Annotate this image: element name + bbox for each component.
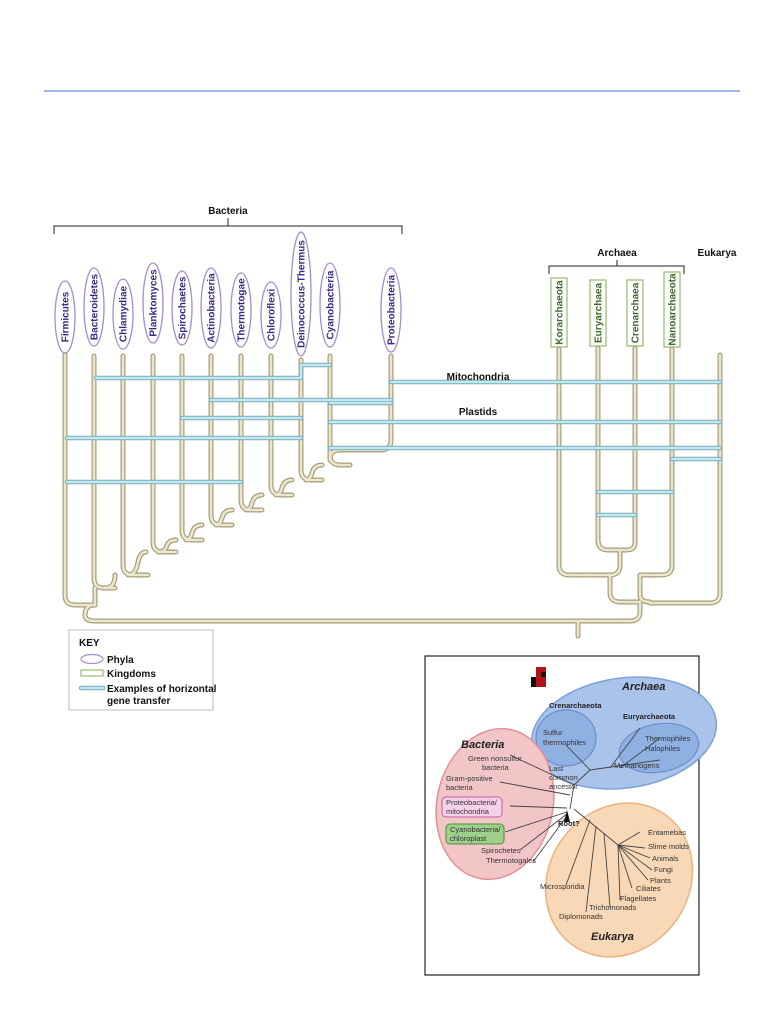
inset-branches	[499, 727, 661, 913]
phylum-deinococcus-thermus: Deinococcus-Thermus	[290, 231, 312, 357]
svg-text:Thermotogae: Thermotogae	[237, 278, 248, 342]
archaea-bracket	[548, 260, 685, 274]
phylum-chlamydiae: Chlamydiae	[112, 278, 134, 350]
inset-slime-molds: Slime molds	[648, 842, 689, 851]
svg-text:Bacteroidetes: Bacteroidetes	[90, 273, 101, 340]
inset-spirochetes: Spirochetes	[481, 846, 521, 855]
tree-branches	[62, 345, 723, 639]
plastids-label: Plastids	[459, 407, 498, 418]
svg-text:Nanoarchaeota: Nanoarchaeota	[668, 273, 679, 346]
phylum-chloroflexi: Chloroflexi	[260, 281, 282, 349]
inset-corner-mark	[531, 667, 546, 687]
phylum-cyanobacteria: Cyanobacteria	[319, 262, 341, 348]
phylum-planktomyces: Planktomyces	[142, 262, 164, 344]
inset-plants: Plants	[650, 876, 671, 885]
inset-entamebas: Entamebas	[648, 828, 686, 837]
inset-eukarya-title: Eukarya	[591, 931, 634, 943]
svg-text:Proteobacteria: Proteobacteria	[387, 275, 398, 345]
phylum-spirochaetes: Spirochaetes	[171, 270, 193, 346]
svg-text:Crenarchaea: Crenarchaea	[631, 282, 642, 343]
inset-crenarchaeota: Crenarchaeota	[549, 701, 602, 710]
inset-animals: Animals	[652, 854, 679, 863]
phylum-bacteroidetes: Bacteroidetes	[83, 267, 105, 347]
svg-text:Euryarchaea: Euryarchaea	[594, 283, 605, 343]
kingdom-korarchaeota: Korarchaeota	[550, 277, 568, 348]
svg-text:Cyanobacteria: Cyanobacteria	[326, 270, 337, 339]
inset-green-nonsulfur: Green nonsulfur	[468, 754, 522, 763]
svg-text:Chloroflexi: Chloroflexi	[267, 289, 278, 341]
archaea-label: Archaea	[597, 248, 637, 259]
svg-text:Actinobacteria: Actinobacteria	[207, 273, 218, 343]
inset-trichomonads: Trichomonads	[589, 903, 636, 912]
inset-methanogens: Methanogens	[614, 761, 660, 770]
svg-text:Firmicutes: Firmicutes	[61, 291, 72, 342]
inset-archaea-title: Archaea	[621, 681, 665, 693]
inset-cyanobacteria-box	[445, 823, 505, 845]
inset-thermotogales: Thermotogales	[486, 856, 536, 865]
mitochondria-label: Mitochondria	[447, 372, 510, 383]
inset-proteobacteria: Proteobacteria/	[446, 798, 498, 807]
phylum-firmicutes: Firmicutes	[54, 280, 76, 354]
inset-ciliates: Ciliates	[636, 884, 661, 893]
phylum-thermotogae: Thermotogae	[230, 272, 252, 348]
inset-diplomonads: Diplomonads	[559, 912, 603, 921]
kingdom-crenarchaea: Crenarchaea	[626, 279, 644, 347]
key-title: KEY	[79, 638, 100, 649]
inset-bacteria-title: Bacteria	[461, 739, 504, 751]
bacteria-label: Bacteria	[208, 206, 248, 217]
key-transfer-label-2: gene transfer	[107, 696, 170, 707]
inset-gram-positive-2: bacteria	[446, 783, 474, 792]
svg-text:Korarchaeota: Korarchaeota	[555, 280, 566, 345]
inset-last-common-ancestor-3: ancestor	[549, 782, 578, 791]
inset-fungi: Fungi	[654, 865, 673, 874]
inset-proteobacteria-box	[441, 796, 503, 818]
svg-text:Deinococcus-Thermus: Deinococcus-Thermus	[297, 240, 308, 348]
svg-text:Spirochaetes: Spirochaetes	[178, 276, 189, 339]
inset-gram-positive: Gram-positive	[446, 774, 493, 783]
inset-euryarchaeota: Euryarchaeota	[623, 712, 676, 721]
crenarchaeota-blob	[535, 709, 597, 767]
inset-cyanobacteria: Cyanobacteria/	[450, 825, 501, 834]
gene-transfer-lines	[64, 362, 723, 518]
key-phyla-label: Phyla	[107, 655, 134, 666]
key-kingdoms-swatch	[80, 669, 104, 677]
inset-cyanobacteria-2: chloroplast	[450, 834, 487, 843]
inset-halophiles: Halophiles	[645, 744, 680, 753]
svg-text:Planktomyces: Planktomyces	[149, 269, 160, 337]
svg-text:Chlamydiae: Chlamydiae	[119, 285, 130, 342]
phylum-actinobacteria: Actinobacteria	[200, 267, 222, 349]
inset-tree-of-life: Archaea Crenarchaeota Euryarchaeota Sulf…	[424, 655, 718, 976]
bacteria-bracket	[53, 218, 403, 234]
inset-flagellates: Flagellates	[620, 894, 657, 903]
kingdom-labels: Korarchaeota Euryarchaea Crenarchaea Nan…	[550, 271, 681, 348]
eukarya-label: Eukarya	[698, 248, 737, 259]
key-phyla-swatch	[80, 653, 104, 665]
inset-root-label: Root?	[558, 819, 580, 828]
inset-proteobacteria-2: mitochondria	[446, 807, 490, 816]
key-kingdoms-label: Kingdoms	[107, 669, 156, 680]
legend-key: KEY Phyla Kingdoms Examples of horizonta…	[68, 629, 217, 711]
phylogenetic-tree: Bacteria Archaea Eukarya Firmicutes Bact…	[53, 206, 737, 639]
kingdom-euryarchaea: Euryarchaea	[589, 279, 607, 347]
kingdom-nanoarchaeota: Nanoarchaeota	[663, 271, 681, 348]
inset-microsporidia: Microsporidia	[540, 882, 585, 891]
phyla-labels: Firmicutes Bacteroidetes Chlamydiae Plan…	[54, 231, 402, 357]
inset-green-nonsulfur-2: bacteria	[482, 763, 510, 772]
inset-last-common-ancestor-2: common	[549, 773, 578, 782]
key-transfer-label: Examples of horizontal	[107, 684, 217, 695]
inset-thermophiles: Thermophiles	[645, 734, 691, 743]
inset-last-common-ancestor: Last	[549, 764, 564, 773]
inset-sulfur-2: thermophiles	[543, 738, 586, 747]
root-marker	[564, 810, 570, 822]
inset-sulfur: Sulfur	[543, 728, 563, 737]
phylum-proteobacteria: Proteobacteria	[380, 267, 402, 353]
